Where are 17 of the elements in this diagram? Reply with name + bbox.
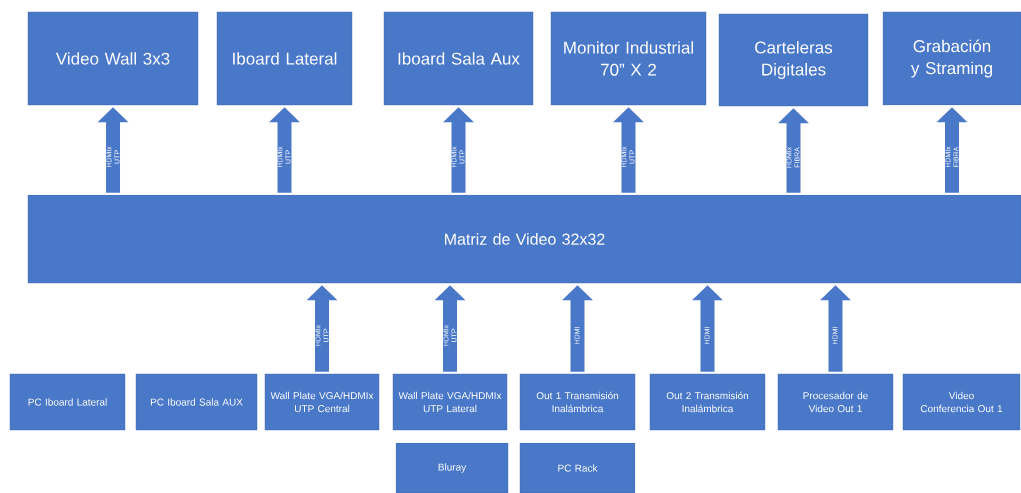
device-box: Monitor Industrial 70” X 2	[550, 11, 707, 106]
device-box: Out 2 Transmisión Inalámbrica	[649, 373, 766, 431]
device-box: Bluray	[395, 442, 509, 493]
device-box: Out 1 Transmisión Inalámbrica	[519, 373, 636, 431]
device-box: PC Rack	[519, 442, 636, 493]
device-box: PC Iboard Lateral	[9, 373, 126, 431]
device-box: Iboard Sala Aux	[383, 11, 534, 106]
device-box: Iboard Lateral	[216, 11, 353, 106]
device-box: Wall Plate VGA/HDMIx UTP Central	[264, 373, 380, 431]
device-box: Carteleras Digitales	[718, 13, 869, 107]
device-box: Wall Plate VGA/HDMIx UTP Lateral	[392, 373, 508, 431]
matrix-box: Matriz de Video 32x32	[27, 194, 1021, 284]
device-box: Procesador de Video Out 1	[777, 373, 894, 431]
device-box: PC Iboard Sala AUX	[135, 373, 258, 431]
device-box: Grabación y Straming	[882, 11, 1021, 106]
device-box: Video Wall 3x3	[27, 11, 199, 106]
device-box: Video Conferencia Out 1	[902, 373, 1021, 431]
